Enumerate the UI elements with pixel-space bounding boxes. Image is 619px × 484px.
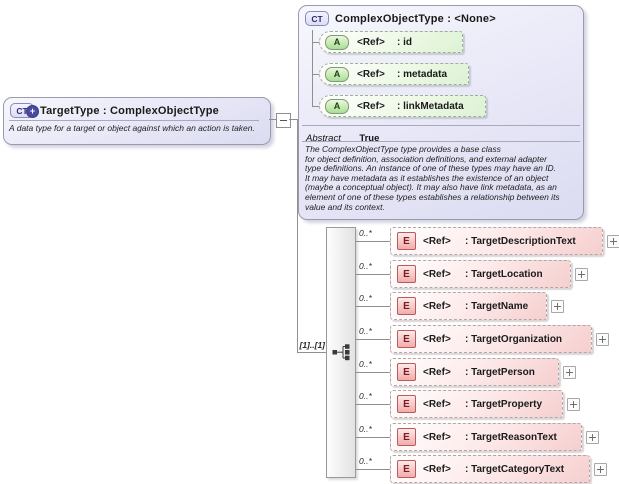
expand-icon[interactable] [607, 235, 619, 248]
divider [302, 141, 580, 142]
connector-line [356, 469, 390, 470]
element-target-name[interactable]: E <Ref> : TargetName [390, 292, 547, 320]
ref-label: <Ref> [423, 300, 451, 312]
element-icon: E [397, 330, 416, 348]
expand-icon[interactable] [551, 300, 564, 313]
collapse-icon[interactable] [276, 113, 291, 128]
element-icon: E [397, 232, 416, 250]
element-name: : TargetCategoryText [465, 463, 565, 475]
attribute-name: : id [397, 36, 412, 48]
ref-label: <Ref> [423, 333, 451, 345]
element-target-organization[interactable]: E <Ref> : TargetOrganization [390, 325, 592, 353]
cardinality-label: 0..* [359, 228, 372, 238]
attribute-metadata[interactable]: A <Ref> : metadata [319, 63, 469, 85]
expand-icon[interactable] [586, 431, 599, 444]
element-name: : TargetLocation [465, 268, 543, 280]
connector-line [356, 241, 390, 242]
ref-label: <Ref> [423, 398, 451, 410]
connector-line [297, 352, 326, 353]
expand-icon[interactable] [596, 333, 609, 346]
ref-label: <Ref> [423, 366, 451, 378]
cardinality-label: 0..* [359, 293, 372, 303]
attribute-id[interactable]: A <Ref> : id [319, 31, 463, 53]
abstract-label: Abstract [306, 133, 341, 144]
connector-line [356, 372, 390, 373]
element-name: : TargetOrganization [465, 333, 563, 345]
target-type-title: TargetType : ComplexObjectType [40, 104, 219, 117]
ct-icon-label: CT [311, 13, 323, 24]
target-type-description: A data type for a target or object again… [9, 123, 255, 133]
connector-line [356, 306, 390, 307]
connector-line [356, 339, 390, 340]
element-icon: E [397, 297, 416, 315]
divider [9, 120, 259, 121]
ref-label: <Ref> [357, 100, 385, 112]
ref-label: <Ref> [357, 36, 385, 48]
plus-badge-icon: + [26, 105, 39, 118]
cardinality-label: 0..* [359, 424, 372, 434]
complex-type-plus-icon: CT + [10, 103, 39, 118]
connector-line [356, 437, 390, 438]
element-icon: E [397, 363, 416, 381]
ref-label: <Ref> [423, 268, 451, 280]
ref-label: <Ref> [357, 68, 385, 80]
connector-line [269, 119, 276, 120]
element-name: : TargetProperty [465, 398, 543, 410]
element-target-description-text[interactable]: E <Ref> : TargetDescriptionText [390, 227, 603, 255]
sequence-bar [326, 227, 356, 478]
target-type-box[interactable]: CT + TargetType : ComplexObjectType A da… [3, 97, 271, 145]
attribute-name: : metadata [397, 68, 448, 80]
expand-icon[interactable] [594, 463, 607, 476]
tree-line [312, 74, 319, 75]
tree-line [312, 30, 313, 106]
cardinality-label: 0..* [359, 326, 372, 336]
element-target-category-text[interactable]: E <Ref> : TargetCategoryText [390, 455, 590, 483]
attribute-linkmetadata[interactable]: A <Ref> : linkMetadata [319, 95, 486, 117]
tree-line [312, 106, 319, 107]
tree-line [312, 42, 319, 43]
ct-icon-label: CT [16, 105, 28, 116]
element-icon: E [397, 265, 416, 283]
element-target-reason-text[interactable]: E <Ref> : TargetReasonText [390, 423, 582, 451]
connector-line [297, 119, 298, 353]
attribute-icon: A [325, 66, 349, 82]
divider [302, 125, 580, 126]
element-target-property[interactable]: E <Ref> : TargetProperty [390, 390, 563, 418]
element-icon: E [397, 428, 416, 446]
element-name: : TargetPerson [465, 366, 535, 378]
element-name: : TargetDescriptionText [465, 235, 576, 247]
element-icon: E [397, 460, 416, 478]
ref-label: <Ref> [423, 463, 451, 475]
expand-icon[interactable] [567, 398, 580, 411]
element-target-person[interactable]: E <Ref> : TargetPerson [390, 358, 559, 386]
attribute-name: : linkMetadata [397, 100, 464, 112]
ref-label: <Ref> [423, 431, 451, 443]
base-type-description: The ComplexObjectType type provides a ba… [305, 144, 560, 212]
base-type-title: ComplexObjectType : <None> [335, 12, 496, 25]
complex-object-type-box[interactable]: CT ComplexObjectType : <None> A <Ref> : … [298, 5, 584, 220]
complex-type-icon: CT [305, 11, 329, 26]
element-name: : TargetReasonText [465, 431, 557, 443]
sequence-icon [332, 344, 350, 361]
abstract-row: Abstract True [306, 128, 379, 146]
parent-cardinality-label: [1]..[1] [299, 340, 326, 350]
attribute-icon: A [325, 98, 349, 114]
connector-line [356, 274, 390, 275]
cardinality-label: 0..* [359, 456, 372, 466]
connector-line [289, 119, 298, 120]
cardinality-label: 0..* [359, 359, 372, 369]
ref-label: <Ref> [423, 235, 451, 247]
abstract-value: True [359, 133, 380, 144]
element-target-location[interactable]: E <Ref> : TargetLocation [390, 260, 571, 288]
cardinality-label: 0..* [359, 261, 372, 271]
element-icon: E [397, 395, 416, 413]
attribute-icon: A [325, 34, 349, 50]
connector-line [356, 404, 390, 405]
cardinality-label: 0..* [359, 391, 372, 401]
element-name: : TargetName [465, 300, 529, 312]
expand-icon[interactable] [563, 366, 576, 379]
expand-icon[interactable] [575, 268, 588, 281]
